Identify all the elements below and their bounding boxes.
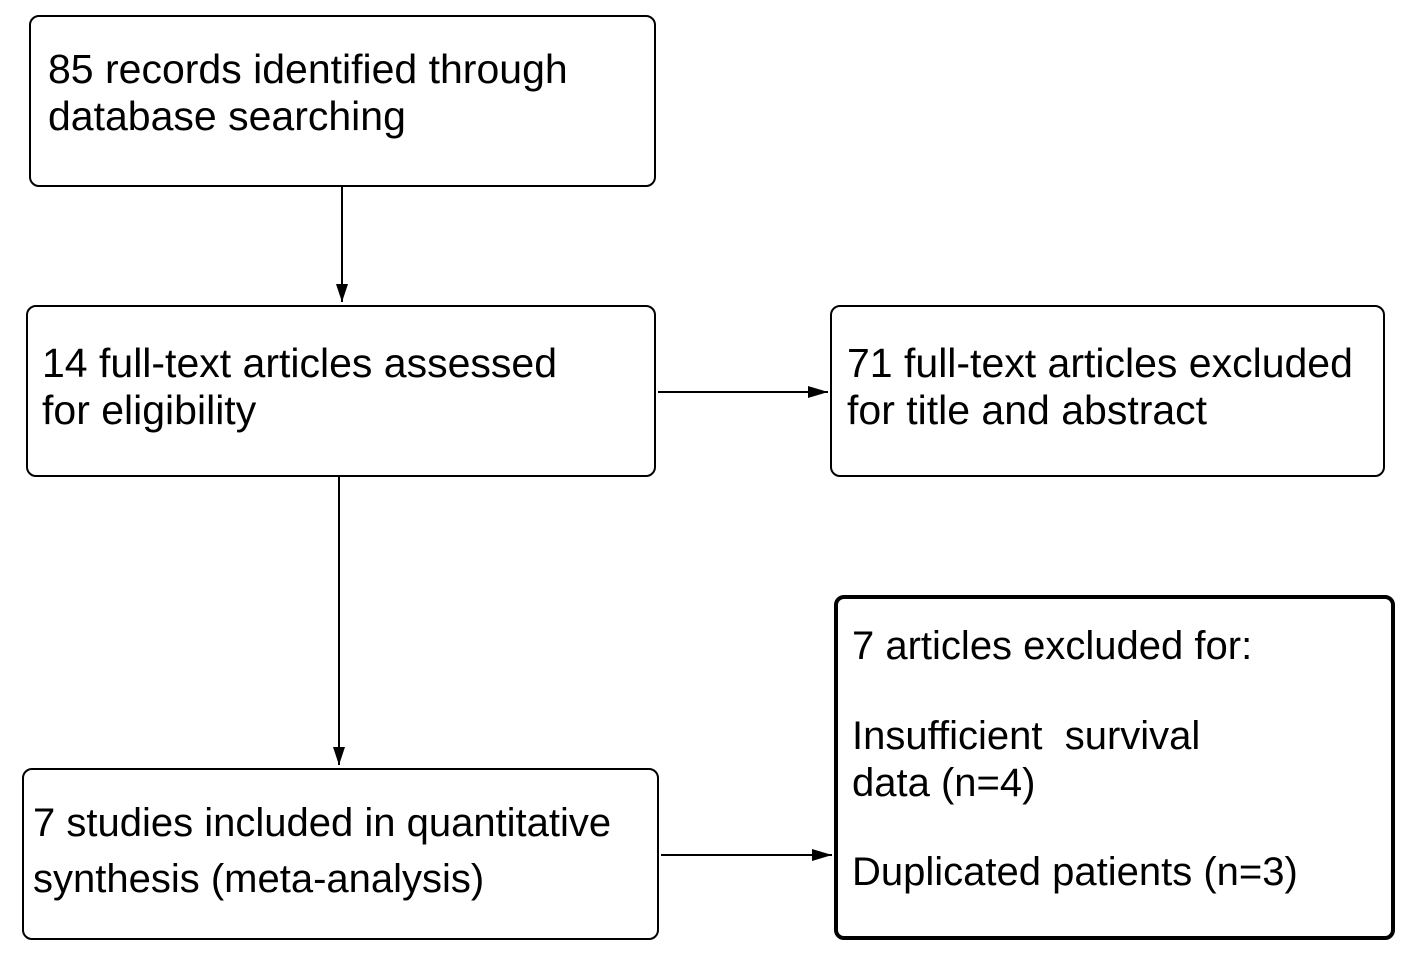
excluded-reasons-box: 7 articles excluded for: Insufficient su…	[834, 595, 1395, 940]
fulltext-assessed-line2: for eligibility	[42, 387, 257, 433]
studies-included-line1: 7 studies included in quantitative	[33, 801, 612, 845]
reason-insufficient-data-line1: Insufficient survival	[852, 714, 1201, 758]
reason-insufficient-data-line2: data (n=4)	[852, 761, 1036, 805]
excluded-title-line2: for title and abstract	[847, 387, 1208, 433]
fulltext-assessed-box: 14 full-text articles assessed for eligi…	[26, 305, 656, 477]
reason-duplicated-patients: Duplicated patients (n=3)	[852, 850, 1298, 894]
records-identified-line2: database searching	[48, 93, 406, 139]
arrowhead-right-icon	[808, 386, 828, 398]
studies-included-box: 7 studies included in quantitative synth…	[22, 768, 659, 940]
records-identified-box: 85 records identified through database s…	[29, 15, 656, 187]
excluded-title-line1: 71 full-text articles excluded	[847, 340, 1353, 386]
records-identified-line1: 85 records identified through	[48, 46, 568, 92]
excluded-title-abstract-box: 71 full-text articles excluded for title…	[830, 305, 1385, 477]
studies-included-line2: synthesis (meta-analysis)	[33, 857, 485, 901]
arrowhead-down-icon	[333, 747, 345, 765]
arrowhead-down-icon	[336, 284, 348, 302]
arrowhead-right-icon	[812, 849, 832, 861]
excluded-reasons-heading: 7 articles excluded for:	[852, 624, 1253, 668]
fulltext-assessed-line1: 14 full-text articles assessed	[42, 340, 558, 386]
